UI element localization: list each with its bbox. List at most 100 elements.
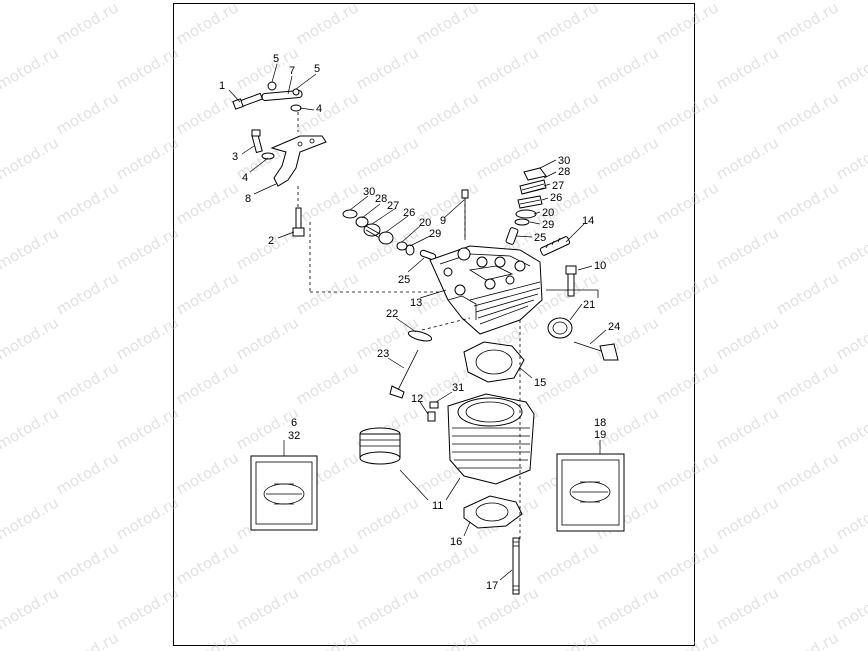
base-gasket-part-16 — [463, 495, 523, 529]
seal-part-21 — [547, 317, 573, 339]
bolt-part-3 — [251, 129, 263, 154]
watermark-text: motod.ru — [0, 448, 2, 498]
callout-29: 29 — [429, 228, 441, 240]
head-bolt-part-9 — [461, 189, 469, 240]
watermark-text: motod.ru — [833, 0, 868, 3]
gasket-kit-box-18-19 — [556, 453, 625, 532]
washer-part-5 — [292, 88, 300, 96]
callout-29b: 29 — [542, 219, 554, 231]
watermark-text: motod.ru — [293, 0, 362, 48]
watermark-text: motod.ru — [833, 493, 868, 543]
watermark-text: motod.ru — [773, 628, 842, 651]
watermark-text: motod.ru — [293, 178, 362, 228]
bolt-part-1 — [232, 92, 264, 110]
valve-part-23 — [389, 349, 419, 399]
watermark-text: motod.ru — [413, 88, 482, 138]
washer-part-4b — [261, 152, 275, 160]
callout-15: 15 — [534, 377, 546, 389]
watermark-text: motod.ru — [0, 223, 62, 273]
watermark-text: motod.ru — [833, 223, 868, 273]
valve-train-left — [342, 209, 437, 261]
watermark-text: motod.ru — [53, 358, 122, 408]
callout-28: 28 — [375, 193, 387, 205]
watermark-text: motod.ru — [473, 583, 542, 633]
watermark-text: motod.ru — [0, 358, 2, 408]
callout-6: 6 — [291, 417, 297, 429]
watermark-text: motod.ru — [353, 493, 422, 543]
cylinder-part-11 — [447, 393, 535, 485]
callout-31: 31 — [452, 382, 464, 394]
watermark-text: motod.ru — [113, 223, 182, 273]
stud-part-17 — [512, 537, 520, 595]
watermark-text: motod.ru — [53, 628, 122, 651]
watermark-text: motod.ru — [473, 43, 542, 93]
watermark-text: motod.ru — [0, 403, 62, 453]
watermark-text: motod.ru — [773, 178, 842, 228]
watermark-text: motod.ru — [173, 358, 242, 408]
piston-rings-part — [359, 427, 401, 465]
callout-9: 9 — [440, 215, 446, 227]
watermark-text: motod.ru — [713, 0, 782, 3]
watermark-text: motod.ru — [653, 448, 722, 498]
watermark-text: motod.ru — [713, 43, 782, 93]
watermark-text: motod.ru — [773, 448, 842, 498]
callout-25b: 25 — [534, 232, 546, 244]
callout-labels: 1 5 7 5 4 3 4 8 2 30 28 27 26 20 9 29 25… — [219, 53, 620, 592]
callout-30: 30 — [363, 186, 375, 198]
watermark-text: motod.ru — [593, 583, 662, 633]
watermark-text: motod.ru — [293, 88, 362, 138]
watermark-text: motod.ru — [593, 133, 662, 183]
watermark-text: motod.ru — [353, 43, 422, 93]
watermark-text: motod.ru — [293, 268, 362, 318]
watermark-text: motod.ru — [353, 133, 422, 183]
callout-5b: 5 — [314, 63, 320, 75]
watermark-text: motod.ru — [773, 268, 842, 318]
watermark-text: motod.ru — [173, 628, 242, 651]
bracket-part-8 — [270, 135, 327, 187]
watermark-text: motod.ru — [0, 0, 2, 48]
watermark-text: motod.ru — [53, 88, 122, 138]
watermark-text: motod.ru — [113, 43, 182, 93]
bolt-part-10 — [565, 265, 577, 297]
valve-train-right — [505, 167, 571, 256]
callout-4: 4 — [316, 103, 322, 115]
watermark-text: motod.ru — [173, 178, 242, 228]
watermark-text: motod.ru — [833, 403, 868, 453]
watermark-text: motod.ru — [0, 133, 62, 183]
callout-26: 26 — [403, 207, 415, 219]
callout-27b: 27 — [552, 180, 564, 192]
callout-10: 10 — [594, 260, 606, 272]
watermark-text: motod.ru — [713, 223, 782, 273]
callout-7: 7 — [289, 65, 295, 77]
callout-32: 32 — [288, 430, 300, 442]
watermark-text: motod.ru — [233, 583, 302, 633]
diagram-frame — [173, 3, 695, 646]
callout-24: 24 — [608, 321, 620, 333]
watermark-text: motod.ru — [0, 43, 62, 93]
watermark-text: motod.ru — [113, 0, 182, 3]
watermark-text: motod.ru — [0, 583, 62, 633]
watermark-text: motod.ru — [173, 268, 242, 318]
watermark-text: motod.ru — [473, 0, 542, 3]
leader-lines — [228, 63, 607, 581]
callout-25: 25 — [398, 274, 410, 286]
watermark-text: motod.ru — [773, 88, 842, 138]
valve-part-24 — [573, 341, 619, 361]
callout-19: 19 — [594, 429, 606, 441]
callout-18: 18 — [594, 417, 606, 429]
callout-4b: 4 — [242, 172, 248, 184]
callout-17: 17 — [486, 580, 498, 592]
watermark-text: motod.ru — [413, 628, 482, 651]
callout-22: 22 — [386, 308, 398, 320]
watermark-text: motod.ru — [533, 0, 602, 48]
head-gasket-part-15 — [463, 341, 525, 383]
watermark-text: motod.ru — [593, 43, 662, 93]
callout-30b: 30 — [558, 155, 570, 167]
watermark-text: motod.ru — [653, 628, 722, 651]
watermark-text: motod.ru — [653, 358, 722, 408]
gasket-kit-box-6-32 — [250, 455, 318, 531]
watermark-text: motod.ru — [533, 88, 602, 138]
callout-23: 23 — [377, 348, 389, 360]
mount-bracket-assembly — [232, 81, 327, 237]
